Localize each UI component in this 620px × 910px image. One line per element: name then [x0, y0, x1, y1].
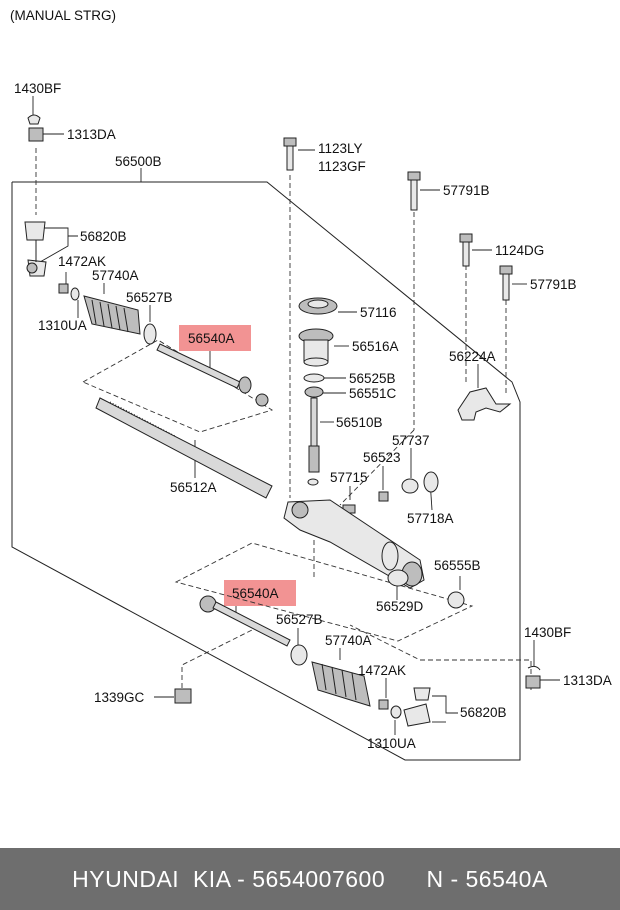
label-1310ua-top: 1310UA — [38, 318, 87, 333]
leader-1313da-bottom — [349, 624, 532, 690]
pinion-56510b — [307, 397, 320, 486]
label-1313da-bottom: 1313DA — [563, 673, 612, 688]
plug-57737 — [401, 478, 419, 494]
bolt-57791b-1 — [407, 171, 421, 211]
label-57791b-2: 57791B — [530, 277, 577, 292]
label-57737: 57737 — [392, 433, 430, 448]
bolt-1124dg — [459, 233, 473, 267]
inner-tie-rod-bottom — [199, 595, 291, 647]
assembly-frame — [11, 181, 521, 761]
label-56512a: 56512A — [170, 480, 217, 495]
steering-gear-exploded-diagram: (MANUAL STRG) 1430BF 1313DA 56500B 1123L… — [10, 8, 612, 761]
nut-1472ak-top — [58, 283, 69, 294]
label-1472ak-top: 1472AK — [58, 254, 106, 269]
label-1124dg: 1124DG — [495, 243, 544, 258]
label-56525b: 56525B — [349, 371, 396, 386]
dashed-group-upper — [81, 339, 274, 433]
label-56540a-top: 56540A — [188, 331, 235, 346]
bracket-56224a — [457, 387, 512, 421]
label-56527b-top: 56527B — [126, 290, 173, 305]
band-56527b-top — [143, 323, 157, 345]
seal-56516a — [298, 328, 334, 367]
bolt-57791b-2 — [499, 265, 513, 301]
nut-1339gc — [174, 688, 192, 704]
clip-1310ua-bottom — [390, 705, 402, 719]
bellows-boot-bottom — [311, 661, 371, 707]
footer-spacer — [385, 866, 426, 893]
leader-56510b — [339, 429, 415, 506]
highlight-56540a-top — [179, 325, 251, 351]
clip-1310ua-top — [70, 287, 80, 301]
label-57740a-top: 57740A — [92, 268, 139, 283]
callout-56820b-top-b — [39, 236, 69, 263]
footer-brand-part-number: HYUNDAI KIA - 5654007600 — [72, 865, 386, 892]
label-56820b-top: 56820B — [80, 229, 127, 244]
bearing-56551c — [304, 386, 324, 398]
bolt-1123ly — [283, 137, 297, 171]
label-57116: 57116 — [360, 305, 397, 320]
label-57715: 57715 — [330, 470, 368, 485]
label-1472ak-bottom: 1472AK — [358, 663, 406, 678]
tie-rod-end-bottom — [403, 687, 431, 727]
label-56540a-bottom: 56540A — [232, 586, 279, 601]
bellows-boot-top — [83, 295, 141, 335]
nut-1472ak-bottom — [378, 699, 389, 710]
label-57740a-bottom: 57740A — [325, 633, 372, 648]
part-number-footer: HYUNDAI KIA - 5654007600 N - 56540A — [0, 848, 620, 910]
label-1123gf: 1123GF — [318, 159, 366, 174]
label-56516a: 56516A — [352, 339, 399, 354]
split-pin-bottom — [527, 665, 541, 671]
inner-tie-rod-top — [156, 343, 269, 407]
snap-ring-56525b — [303, 373, 325, 383]
bushing-56555b — [447, 591, 465, 609]
callout-56820b-bottom — [432, 695, 458, 714]
band-56527b-bottom — [290, 644, 308, 666]
rack-bar — [95, 397, 273, 499]
label-56523: 56523 — [363, 450, 401, 465]
castle-nut-top — [28, 127, 44, 142]
label-1430bf-bottom: 1430BF — [524, 625, 571, 640]
label-1313da-top: 1313DA — [67, 127, 116, 142]
highlight-56540a-bottom — [224, 580, 296, 606]
label-56529d: 56529D — [376, 599, 424, 614]
dashed-group-lower — [174, 542, 474, 642]
label-57791b-1: 57791B — [443, 183, 490, 198]
castle-nut-bottom — [525, 675, 541, 689]
nut-56523 — [378, 491, 389, 502]
label-56820b-bottom: 56820B — [460, 705, 507, 720]
label-1430bf-top: 1430BF — [14, 81, 61, 96]
header-note: (MANUAL STRG) — [10, 8, 116, 23]
mounting-56529d — [387, 569, 409, 587]
label-56527b-bottom: 56527B — [276, 612, 323, 627]
footer-reference-number: N - 56540A — [426, 865, 548, 892]
label-57718a: 57718A — [407, 511, 454, 526]
yoke-57718a — [423, 471, 439, 493]
label-56551c: 56551C — [349, 386, 397, 401]
label-56500b: 56500B — [115, 154, 162, 169]
leader-1339gc — [181, 629, 253, 688]
label-1123ly: 1123LY — [318, 141, 363, 156]
label-56510b: 56510B — [336, 415, 383, 430]
tie-rod-end-top — [24, 221, 47, 277]
label-56555b: 56555B — [434, 558, 481, 573]
callout-56820b-top — [42, 227, 78, 237]
dust-cover-57116 — [298, 297, 338, 315]
label-1339gc: 1339GC — [94, 690, 145, 705]
label-1310ua-bottom: 1310UA — [367, 736, 416, 751]
label-56224a: 56224A — [449, 349, 496, 364]
split-pin-top — [27, 114, 41, 125]
